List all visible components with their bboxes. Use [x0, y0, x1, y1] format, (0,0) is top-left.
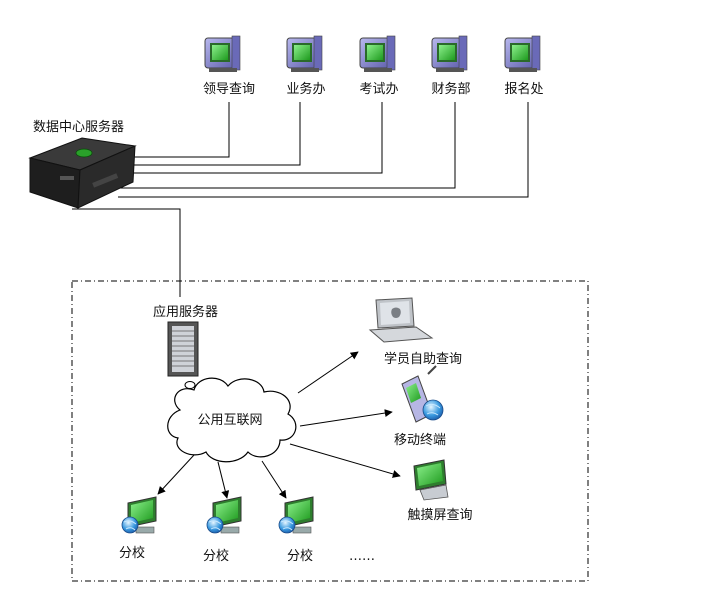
touchscreen-icon [413, 459, 449, 501]
student-terminal-label: 学员自助查询 [384, 351, 462, 367]
dept-label-finance: 财务部 [431, 81, 470, 97]
dept-label-business: 业务办 [286, 81, 325, 97]
dept-label-registration: 报名处 [504, 81, 543, 97]
app-server-icon [167, 321, 199, 377]
dept-label-leader: 领导查询 [203, 82, 255, 97]
computer-icon [359, 35, 396, 73]
internet-label: 公用互联网 [197, 413, 262, 428]
internet-arrows [157, 351, 401, 499]
server-connections [72, 102, 529, 297]
touchscreen-label: 触摸屏查询 [407, 508, 472, 523]
mobile-icon [401, 365, 444, 423]
ellipsis-label: …… [349, 549, 375, 564]
server-label: 数据中心服务器 [33, 119, 124, 135]
cloud-icon [167, 377, 297, 463]
mobile-terminal-label: 移动终端 [394, 432, 446, 448]
computer-icon [286, 35, 323, 73]
branch-computer-icon [278, 496, 314, 534]
branch-label: 分校 [119, 545, 145, 561]
bubble-dot [184, 381, 196, 389]
server-icon [28, 137, 137, 209]
computer-icon [504, 35, 541, 73]
laptop-icon [368, 297, 434, 343]
computer-icon [431, 35, 468, 73]
app-server-label: 应用服务器 [153, 304, 218, 320]
branch-computer-icon [121, 496, 157, 534]
internet-zone-border [71, 280, 589, 582]
computer-icon [204, 35, 241, 73]
branch-label: 分校 [287, 548, 313, 564]
dept-label-exam: 考试办 [359, 82, 398, 97]
branch-computer-icon [206, 496, 242, 534]
branch-label: 分校 [203, 548, 229, 564]
